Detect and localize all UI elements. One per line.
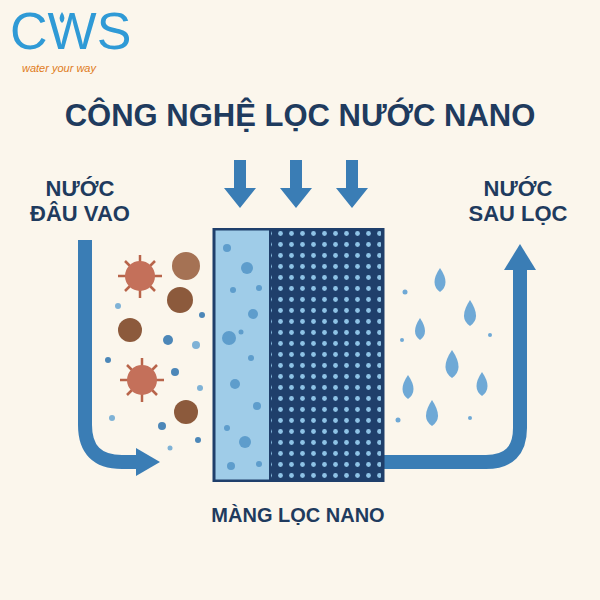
logo-tagline: water your way bbox=[22, 62, 142, 75]
contaminants bbox=[105, 252, 205, 451]
logo-text: CWS bbox=[10, 2, 140, 62]
water-drops bbox=[396, 268, 493, 426]
membrane-label: MÀNG LỌC NANO bbox=[183, 504, 413, 527]
outlet-arrow bbox=[384, 244, 536, 462]
down-arrows bbox=[224, 160, 368, 208]
membrane-shape bbox=[187, 228, 417, 482]
outlet-label: NƯỚC SAU LỌC bbox=[464, 176, 572, 227]
inlet-label: NƯỚC ĐÂU VAO bbox=[26, 176, 134, 227]
title: CÔNG NGHỆ LỌC NƯỚC NANO bbox=[0, 98, 600, 134]
membrane: MÀNG LỌC NANO bbox=[183, 228, 413, 527]
